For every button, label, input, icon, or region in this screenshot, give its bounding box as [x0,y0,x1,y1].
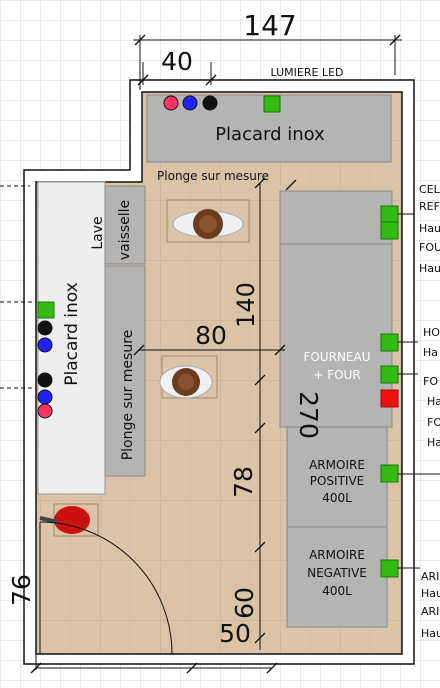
side-label-5: HO [423,326,440,339]
side-label-7: FO [423,375,438,388]
dim-270: 270 [294,391,323,439]
armoire-negative-label-2: NEGATIVE [307,566,367,580]
fourneau-block [279,190,393,428]
outlet-dot-blue [182,95,198,111]
outlet-dot-black-left1 [37,320,53,336]
socket-red-r5 [380,389,399,408]
lave-vaisselle [104,185,146,265]
vaisselle-label: vaisselle [117,200,133,260]
side-label-4: Hau [419,262,440,275]
side-label-0: CEL [419,183,440,196]
side-label-12: Hau [421,587,440,600]
placard-inox-left-label: Placard inox [62,282,82,385]
armoire-negative-label-1: ARMOIRE [309,548,365,562]
fourneau-label-1: FOURNEAU [303,350,370,364]
dim-80: 80 [195,321,227,350]
right-side-labels: CEL REF Hau FOU Hau HO Ha FO Ha FO Ha AR… [419,183,440,640]
plonge-left [104,265,146,477]
side-label-11: ARI [421,570,439,583]
socket-green-left [37,301,55,319]
socket-green-r1 [380,205,399,224]
socket-green-r3 [380,333,399,352]
person-top [166,199,250,243]
dim-60: 60 [230,587,259,619]
right-leader-lines [398,213,440,569]
side-label-13: ARI [421,605,439,618]
outlet-dot-red [163,95,179,111]
dim-78: 78 [229,466,258,498]
side-label-3: FOU [419,241,440,254]
left-leader-lines [0,185,36,389]
armoire-positive-label-3: 400L [322,491,352,505]
side-label-9: FO [427,416,440,429]
side-label-10: Ha [427,436,440,449]
side-label-1: REF [419,200,440,213]
outlet-dot-black [202,95,218,111]
dimension-ticks [30,34,401,674]
side-label-14: Hau [421,627,440,640]
dim-140: 140 [232,282,260,328]
socket-green-r4 [380,365,399,384]
side-label-6: Ha [423,346,438,359]
person-middle [159,355,218,399]
plonge-left-label: Plonge sur mesure [120,330,136,461]
dim-40: 40 [161,47,193,76]
outlet-dot-blue-left1 [37,337,53,353]
placard-inox-top-label: Placard inox [215,124,325,145]
dim-50: 50 [219,619,251,648]
armoire-positive [286,426,388,528]
door [39,521,173,655]
socket-green [263,95,281,113]
side-label-2: Hau [419,222,440,235]
lave-label: Lave [90,216,106,249]
socket-green-r6 [380,464,399,483]
placard-inox-left [37,181,106,495]
armoire-positive-label-1: ARMOIRE [309,458,365,472]
outlet-dot-blue-left2 [37,389,53,405]
plonge-top-label: Plonge sur mesure [157,169,269,183]
fire-extinguisher [39,503,99,537]
armoire-positive-label-2: POSITIVE [310,474,365,488]
fourneau-label-2: + FOUR [313,368,360,382]
outlet-dot-red-left [37,403,53,419]
dim-76: 76 [7,574,36,606]
armoire-negative-label-3: 400L [322,584,352,598]
lumiere-led-label: LUMIERE LED [271,66,344,79]
socket-green-r7 [380,559,399,578]
socket-green-r2 [380,221,399,240]
dimension-lines [35,35,402,670]
outlet-dot-black-left2 [37,372,53,388]
side-label-8: Ha [427,395,440,408]
dim-147: 147 [243,9,296,42]
